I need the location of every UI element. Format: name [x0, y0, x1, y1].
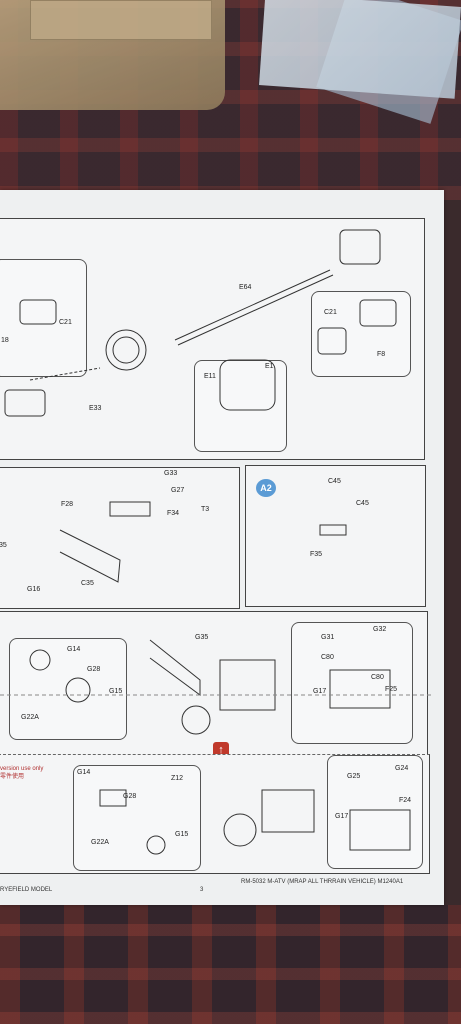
part-label: F24: [399, 797, 412, 804]
part-label: G14: [77, 769, 91, 776]
part-label: E33: [89, 405, 102, 412]
part-label: G27: [171, 487, 185, 494]
part-label: G25: [347, 773, 361, 780]
part-label: G14: [67, 646, 81, 653]
part-label: C45: [328, 478, 341, 485]
callout-wheel-variant: [73, 765, 201, 871]
step-2-panel: G33 G27 F28 F34 T3 35 G16 C35: [0, 467, 240, 609]
brand-footer: RYEFIELD MODEL: [0, 887, 53, 893]
version-note: version use only 零件使用: [0, 765, 43, 781]
part-label: G15: [175, 831, 189, 838]
part-label: F25: [385, 686, 398, 693]
part-label: C80: [321, 654, 334, 661]
part-label: G16: [27, 586, 41, 593]
version-note-cn: 零件使用: [0, 774, 25, 780]
page-number: 3: [200, 887, 204, 893]
part-label: G33: [164, 470, 178, 477]
part-label: T3: [201, 506, 210, 513]
step-1-panel: C21 18 E33 E64 C21 F8 E11 E1: [0, 218, 425, 460]
kit-box-lid: [30, 0, 212, 40]
part-label: G15: [109, 688, 123, 695]
part-label: G32: [373, 626, 387, 633]
part-label: G28: [123, 793, 137, 800]
part-label: F28: [61, 501, 74, 508]
part-label: C45: [356, 500, 369, 507]
step-4-panel: G14 G28 G15 G22A G35 G31 G32 C80 C80 G17…: [0, 611, 428, 756]
step-5-panel: G14 Z12 G28 G15 G22A G25 G24 F24 G17: [0, 754, 430, 874]
kit-box: [0, 0, 225, 110]
part-label: E1: [265, 363, 274, 370]
part-label: E11: [204, 373, 216, 380]
part-label: C21: [324, 309, 337, 316]
variant-badge: A2: [256, 479, 276, 497]
part-label: 18: [1, 337, 9, 344]
instruction-sheet: C21 18 E33 E64 C21 F8 E11 E1 G33 G27 F28…: [0, 190, 444, 905]
tablecloth-background-bottom: [0, 905, 461, 1024]
part-label: 35: [0, 542, 7, 549]
part-label: G24: [395, 765, 409, 772]
part-label: G28: [87, 666, 101, 673]
callout-hub-right: [311, 291, 411, 377]
part-label: F35: [310, 551, 323, 558]
part-label: C80: [371, 674, 384, 681]
callout-bracket-parts: [291, 622, 413, 744]
part-label: Z12: [171, 775, 184, 782]
part-label: E64: [239, 284, 252, 291]
part-label: F8: [377, 351, 386, 358]
part-label: G31: [321, 634, 335, 641]
part-label: C21: [59, 319, 72, 326]
part-label: G17: [335, 813, 349, 820]
callout-hub-left: [0, 259, 87, 377]
part-label: F34: [167, 510, 180, 517]
part-label: C35: [81, 580, 94, 587]
kit-title-footer: RM-5032 M-ATV (MRAP ALL THRRAIN VEHICLE)…: [241, 879, 404, 885]
plastic-bag: [259, 0, 461, 99]
assembly-drawings: [0, 229, 434, 855]
version-note-en: version use only: [0, 766, 44, 772]
part-label: G22A: [91, 839, 109, 846]
part-label: G17: [313, 688, 327, 695]
part-label: G35: [195, 634, 209, 641]
part-label: G22A: [21, 714, 39, 721]
callout-wheel-parts: [9, 638, 127, 740]
